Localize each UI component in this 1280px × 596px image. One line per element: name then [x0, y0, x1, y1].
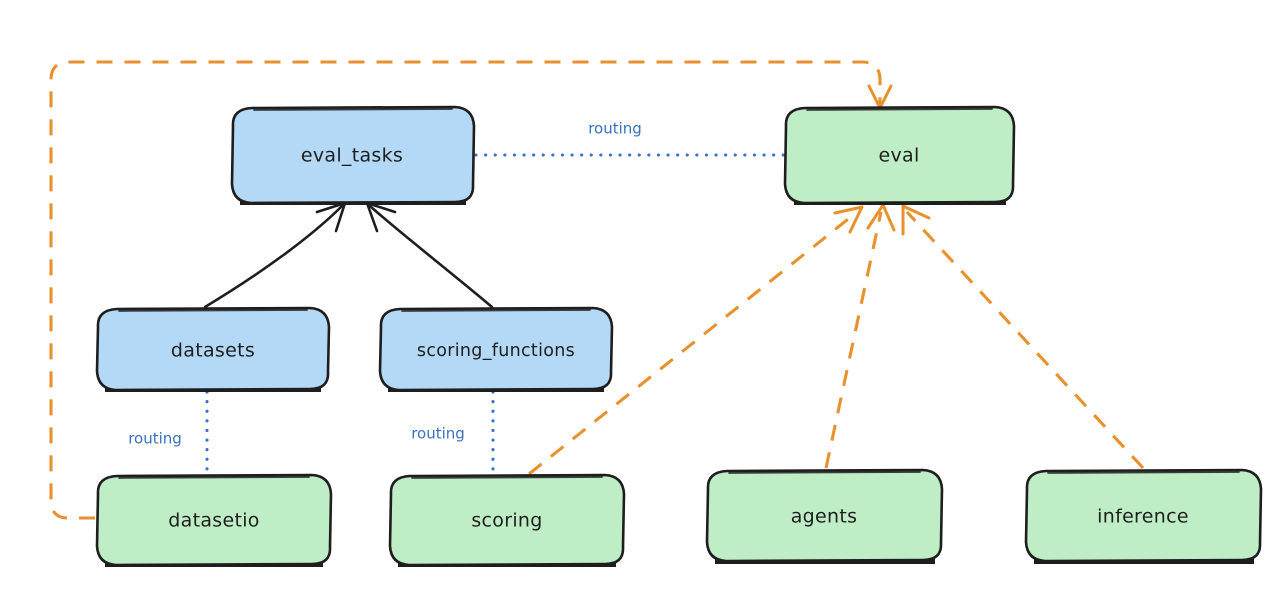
node-label-scoring: scoring [471, 510, 542, 532]
node-inference[interactable]: inference [1024, 468, 1263, 564]
node-label-datasetio: datasetio [168, 510, 259, 532]
edge-agents-eval [824, 203, 896, 469]
node-datasetio[interactable]: datasetio [95, 473, 333, 567]
edge-scoring-eval [528, 205, 864, 476]
edge-scoring-functions-eval-tasks [365, 201, 494, 309]
node-label-agents: agents [791, 506, 858, 528]
node-eval[interactable]: eval [783, 105, 1016, 205]
node-label-eval: eval [878, 145, 919, 167]
edge-inference-eval [901, 204, 1145, 470]
node-agents[interactable]: agents [705, 468, 944, 564]
node-scoring[interactable]: scoring [388, 473, 626, 567]
node-label-eval-tasks: eval_tasks [301, 145, 403, 167]
node-eval-tasks[interactable]: eval_tasks [230, 105, 476, 205]
node-datasets[interactable]: datasets [95, 306, 331, 392]
node-label-scoring-functions: scoring_functions [417, 341, 575, 361]
edge-label-routing-datasets: routing [128, 430, 182, 448]
node-scoring-functions[interactable]: scoring_functions [378, 306, 614, 392]
node-label-datasets: datasets [171, 340, 255, 362]
edge-datasets-eval-tasks [203, 201, 347, 309]
edge-label-routing-scoring-functions: routing [411, 425, 465, 443]
node-label-inference: inference [1097, 506, 1189, 528]
edge-label-routing-eval-tasks: routing [588, 120, 642, 138]
